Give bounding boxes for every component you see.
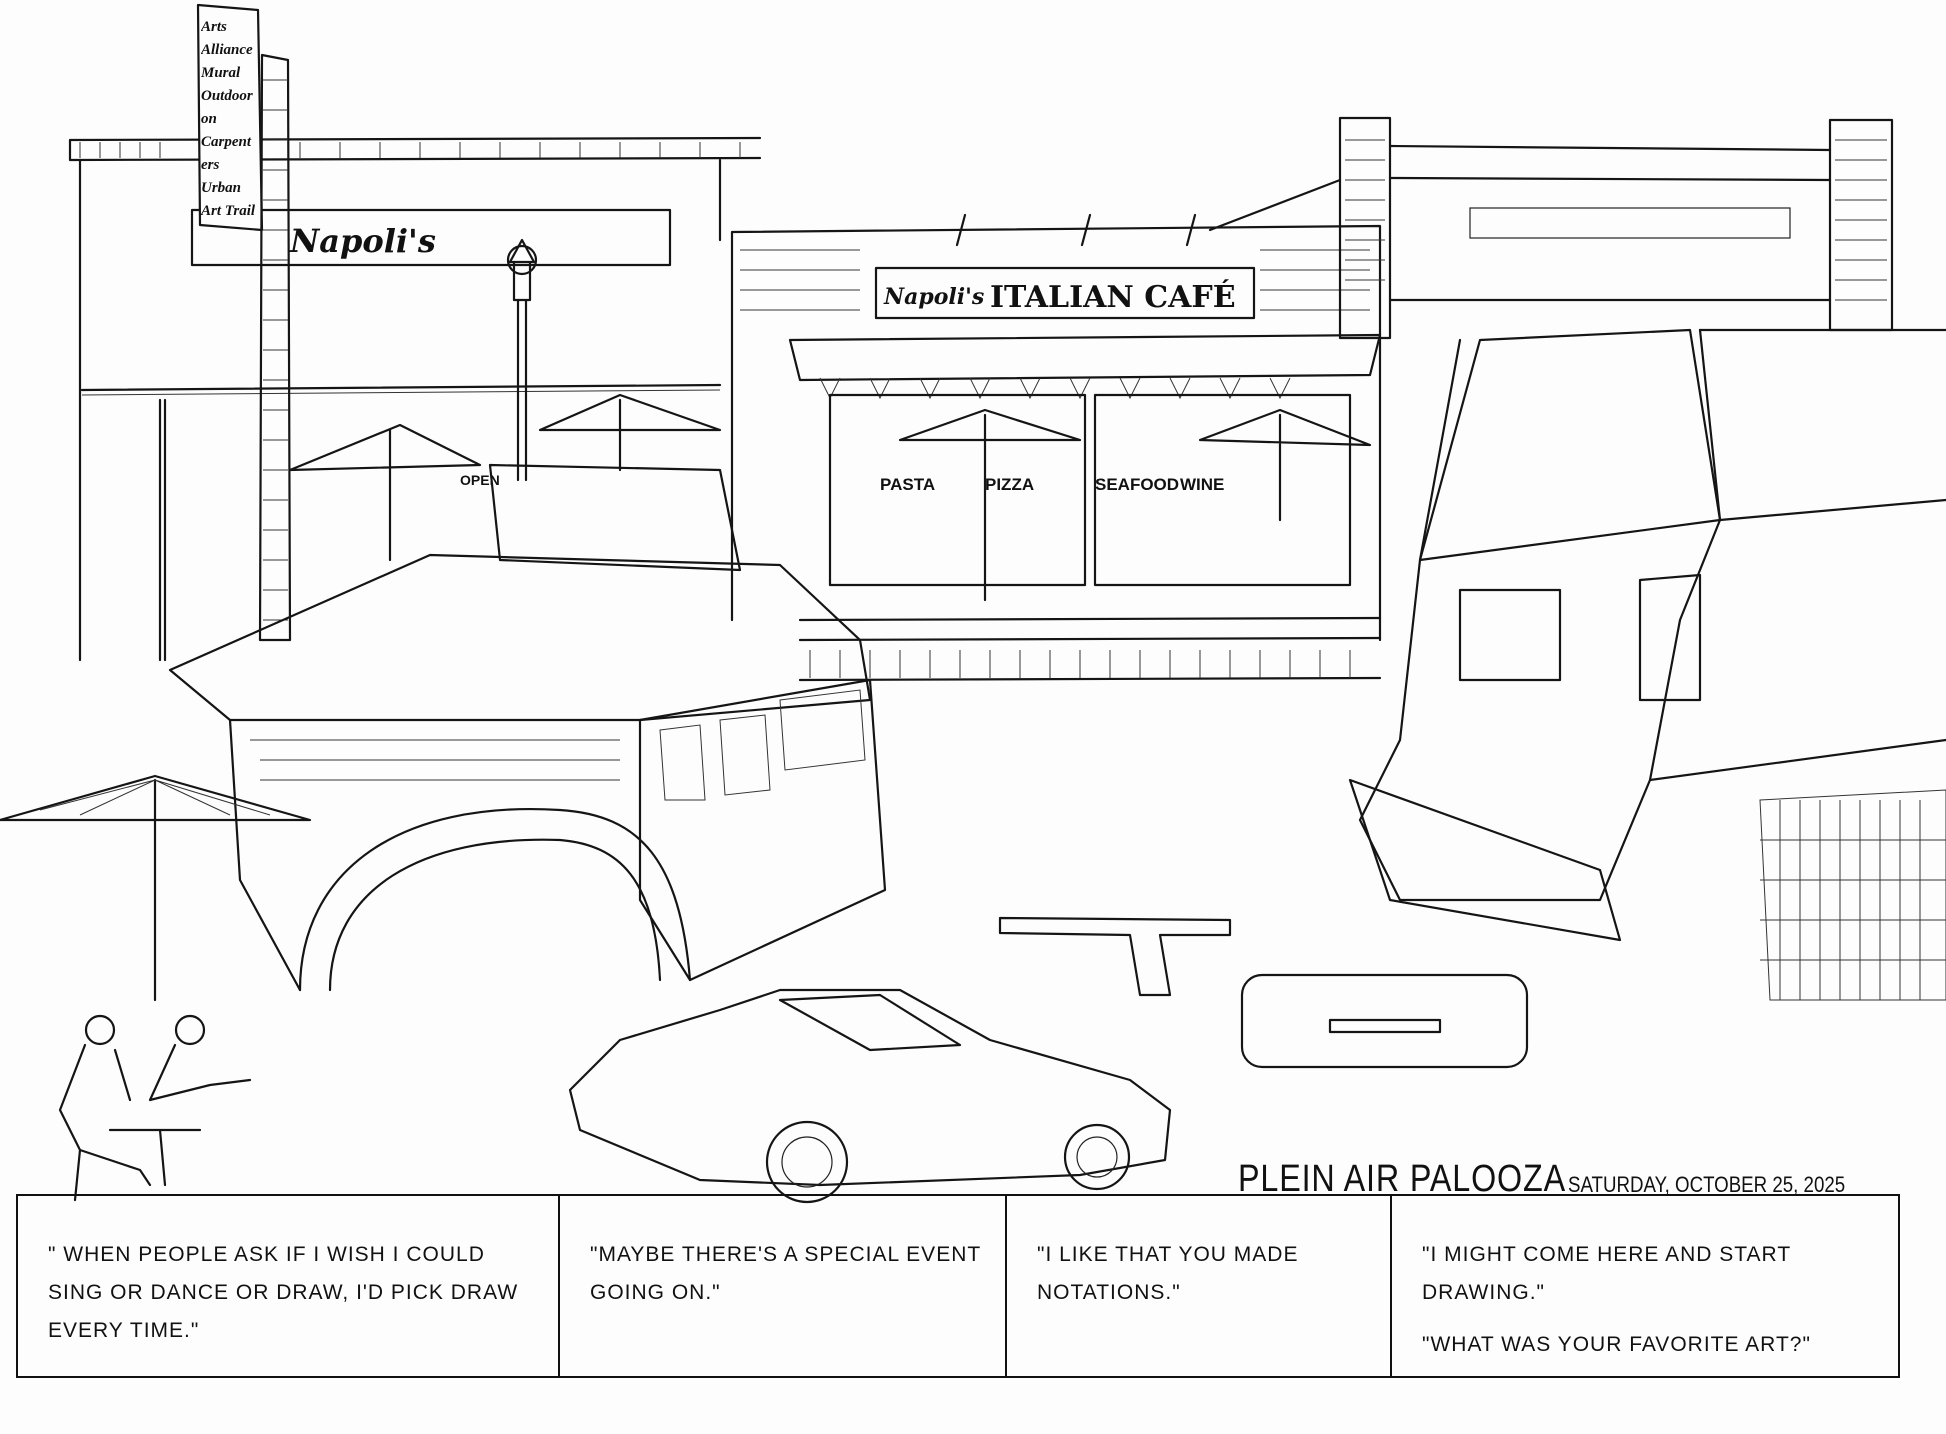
quote-panel-1: " WHEN PEOPLE ASK IF I WISH I COULD SING… — [18, 1196, 560, 1376]
parking-markings — [998, 916, 1529, 1069]
vertical-sign — [196, 3, 292, 642]
cafe-name: ITALIAN CAFÉ — [990, 279, 1236, 315]
quote-text: " WHEN PEOPLE ASK IF I WISH I COULD SING… — [48, 1243, 519, 1342]
street-lamp — [506, 238, 538, 482]
quote-panel-3: "I LIKE THAT YOU MADE NOTATIONS." — [1007, 1196, 1392, 1376]
quote-text: "WHAT WAS YOUR FAVORITE ART?" — [1422, 1333, 1811, 1356]
window-word-pizza: PIZZA — [985, 475, 1034, 494]
pickup-truck — [168, 463, 887, 992]
cafe-logo: Napoli's — [883, 284, 984, 310]
window-word-pasta: PASTA — [880, 475, 935, 494]
sports-car — [568, 988, 1172, 1204]
right-building — [1208, 116, 1894, 340]
patio-umbrella-foreground — [0, 774, 312, 1002]
quote-text: "I MIGHT COME HERE AND START DRAWING." — [1422, 1243, 1791, 1304]
seated-people — [58, 1014, 252, 1202]
window-word-seafood: SEAFOOD — [1095, 475, 1179, 494]
patio-umbrellas — [288, 393, 1372, 602]
quote-panel-4: "I MIGHT COME HERE AND START DRAWING." "… — [1392, 1196, 1898, 1376]
quote-panel-2: "MAYBE THERE'S A SPECIAL EVENT GOING ON.… — [560, 1196, 1007, 1376]
quote-text: "I LIKE THAT YOU MADE NOTATIONS." — [1037, 1243, 1299, 1304]
quote-panels: " WHEN PEOPLE ASK IF I WISH I COULD SING… — [16, 1194, 1900, 1378]
event-date: SATURDAY, OCTOBER 25, 2025 — [1568, 1172, 1846, 1197]
quote-text: "MAYBE THERE'S A SPECIAL EVENT GOING ON.… — [590, 1243, 981, 1304]
window-word-wine: WINE — [1180, 475, 1224, 494]
cafe-sign — [874, 266, 1256, 320]
napolis-sign-left: Napoli's — [289, 222, 436, 260]
event-title: PLEIN AIR PALOOZA — [1238, 1158, 1566, 1200]
cafe-building: Napoli's ITALIAN CAFÉ PASTA PIZZA SEAFOO… — [460, 213, 1382, 682]
open-sign: OPEN — [460, 472, 500, 488]
left-building: Napoli's — [68, 136, 762, 662]
vertical-sign-text: Arts Alliance Mural Outdoor on Carpenter… — [201, 19, 256, 219]
suv — [1348, 328, 1946, 1001]
